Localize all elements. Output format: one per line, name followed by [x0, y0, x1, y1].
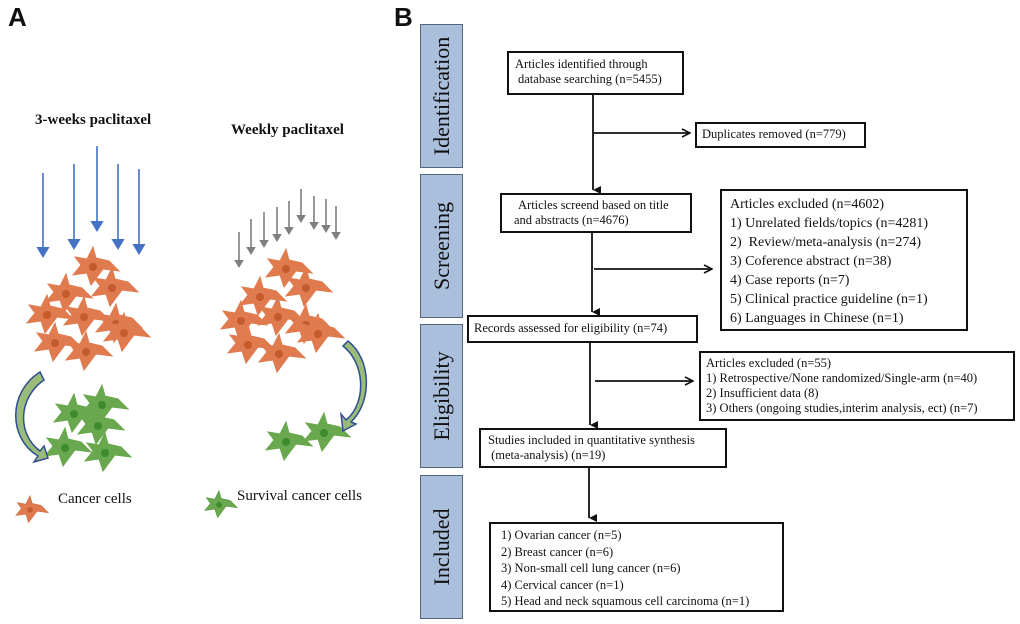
excluded-eligibility-line: Articles excluded (n=55) — [706, 356, 832, 370]
three-week-dose-arrows — [36, 146, 146, 258]
cancer-cell — [72, 246, 120, 286]
survival-cell — [265, 421, 313, 461]
included-list-item: 5) Head and neck squamous cell carcinoma… — [501, 594, 750, 608]
dose-arrow — [36, 173, 50, 258]
cancer-cell — [26, 294, 74, 334]
weekly-dose-arrows — [234, 189, 341, 268]
cancer-cell — [45, 273, 93, 313]
identified-line: database searching (n=5455) — [518, 72, 662, 86]
dose-arrow — [132, 169, 146, 255]
excluded-screening-line: 1) Unrelated fields/topics (n=4281) — [730, 216, 929, 231]
cancer-cell — [297, 313, 345, 353]
survival-cell — [84, 432, 132, 472]
stage-identification: Identification — [420, 24, 463, 168]
cancer-cell — [285, 267, 333, 307]
excluded-screening-line: 6) Languages in Chinese (n=1) — [730, 311, 904, 326]
cancer-cell — [239, 276, 287, 316]
dose-arrow — [296, 189, 306, 223]
dose-arrow — [111, 164, 125, 250]
cancer-cell-legend-icon — [15, 495, 49, 523]
panel-a-label: A — [8, 2, 27, 32]
survival-cells-legend-label: Survival cancer cells — [237, 488, 362, 504]
weekly-heading: Weekly paclitaxel — [231, 122, 344, 138]
survival-cell — [44, 427, 92, 467]
left-cancer-cell-cluster — [26, 246, 151, 371]
left-survival-cell-cluster — [44, 384, 132, 472]
right-survival-cell-cluster — [265, 412, 351, 461]
cancer-cell — [220, 300, 268, 340]
dose-arrow — [272, 207, 282, 242]
dose-arrow — [67, 164, 81, 250]
studies-included-box: Studies included in quantitative synthes… — [479, 428, 727, 468]
stage-included: Included — [420, 475, 463, 619]
survival-cell-legend-icon — [204, 490, 238, 518]
cancer-cell — [65, 331, 113, 371]
dose-arrow — [284, 201, 294, 235]
dose-arrow — [246, 219, 256, 255]
dose-arrow — [331, 206, 341, 240]
identified-line: Articles identified through — [515, 57, 648, 71]
included-list-box: 1) Ovarian cancer (n=5) 2) Breast cancer… — [489, 522, 784, 612]
survival-cell — [77, 405, 125, 445]
stage-screening: Screening — [420, 174, 463, 318]
dose-arrow — [321, 199, 331, 233]
cancer-cell — [34, 322, 82, 362]
screened-line: and abstracts (n=4676) — [514, 213, 629, 227]
right-cancer-cell-cluster — [220, 248, 345, 373]
survival-cell — [53, 393, 101, 433]
studies-included-line: (meta-analysis) (n=19) — [488, 448, 606, 462]
dose-arrow — [90, 146, 104, 232]
excluded-screening-line: 2) Review/meta-analysis (n=274) — [730, 235, 922, 250]
cancer-cell — [258, 333, 306, 373]
left-curved-arrow — [15, 370, 49, 464]
panel-a-illustration — [15, 146, 368, 523]
screened-line: Articles screend based on title — [518, 198, 669, 212]
survival-cell — [81, 384, 129, 424]
screened-box: Articles screend based on title and abst… — [500, 193, 692, 233]
dose-arrow — [259, 212, 269, 248]
excluded-eligibility-box: Articles excluded (n=55) 1) Retrospectiv… — [699, 351, 1015, 421]
panel-b-label: B — [394, 2, 413, 32]
survival-cell — [303, 412, 351, 452]
duplicates-box: Duplicates removed (n=779) — [695, 122, 866, 148]
excluded-screening-box: Articles excluded (n=4602) 1) Unrelated … — [720, 189, 968, 331]
excluded-screening-line: 3) Coference abstract (n=38) — [730, 254, 892, 269]
dose-arrow — [309, 196, 319, 230]
included-list-item: 1) Ovarian cancer (n=5) — [501, 528, 622, 542]
right-curved-arrow — [339, 339, 368, 433]
excluded-eligibility-line: 3) Others (ongoing studies,interim analy… — [706, 401, 978, 415]
included-list-item: 3) Non-small cell lung cancer (n=6) — [501, 561, 681, 575]
eligibility-box: Records assessed for eligibility (n=74) — [467, 315, 698, 343]
cancer-cell — [63, 296, 111, 336]
identified-box: Articles identified through database sea… — [507, 51, 684, 95]
three-week-heading: 3-weeks paclitaxel — [35, 112, 152, 128]
cancer-cells-legend-label: Cancer cells — [58, 491, 132, 507]
included-list-item: 4) Cervical cancer (n=1) — [501, 577, 624, 592]
cancer-cell — [103, 312, 151, 352]
cancer-cell — [265, 248, 313, 288]
excluded-eligibility-line: 1) Retrospective/None randomized/Single-… — [706, 371, 978, 385]
stage-eligibility: Eligibility — [420, 324, 463, 468]
excluded-screening-line: Articles excluded (n=4602) — [730, 197, 885, 212]
excluded-eligibility-line: 2) Insufficient data (8) — [706, 386, 819, 400]
cancer-cell — [257, 296, 305, 336]
cancer-cell — [227, 324, 275, 364]
cancer-cell — [91, 267, 139, 307]
included-list-item: 2) Breast cancer (n=6) — [501, 544, 614, 559]
excluded-screening-line: 5) Clinical practice guideline (n=1) — [730, 292, 928, 307]
studies-included-line: Studies included in quantitative synthes… — [488, 433, 695, 447]
excluded-screening-line: 4) Case reports (n=7) — [730, 273, 850, 288]
dose-arrow — [234, 232, 244, 268]
